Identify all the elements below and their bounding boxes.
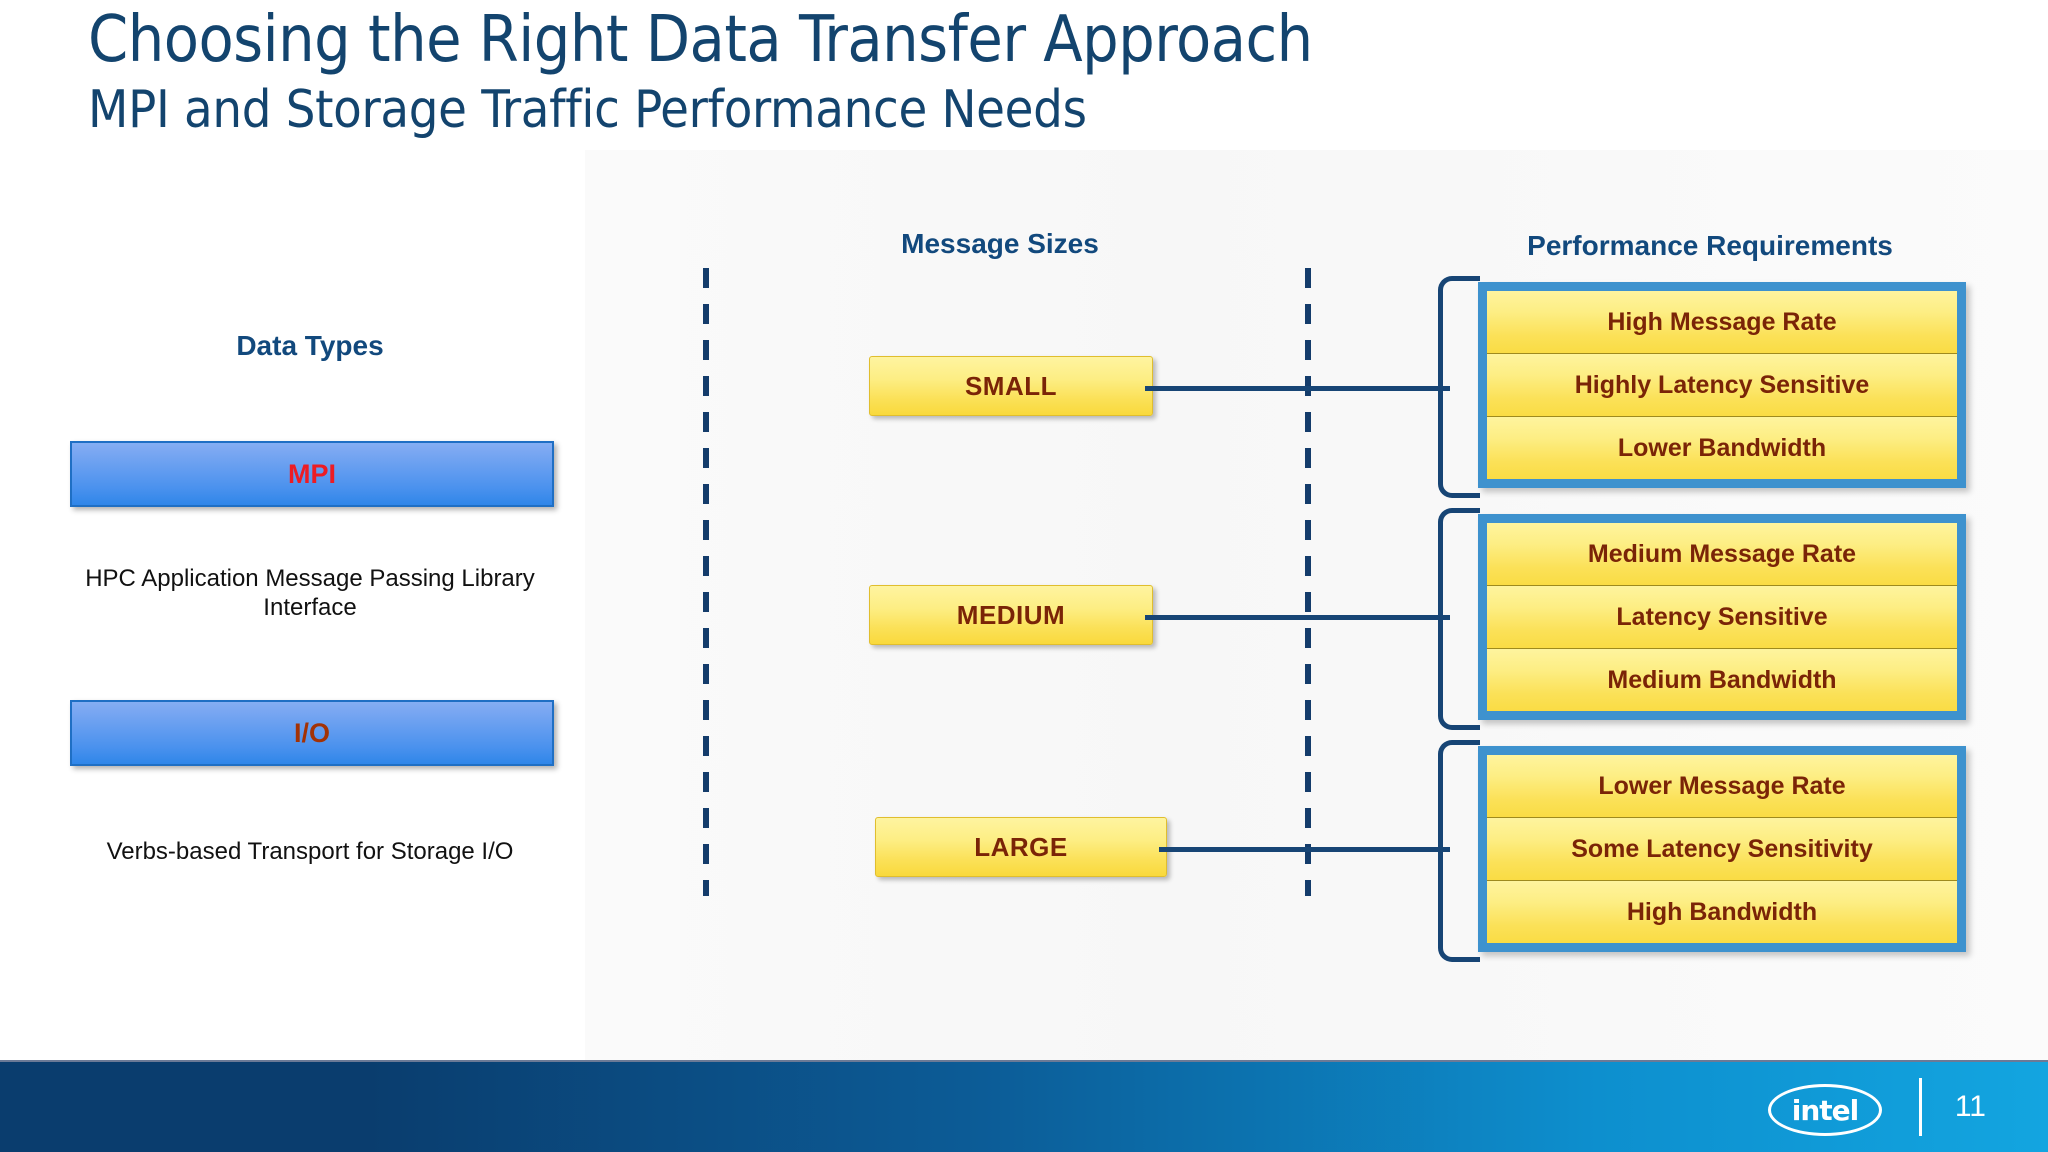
data-type-box-io[interactable]: I/O [70, 700, 554, 766]
data-type-description-io: Verbs-based Transport for Storage I/O [106, 838, 514, 865]
connector-line-small [1145, 386, 1450, 391]
performance-row[interactable]: Some Latency Sensitivity [1487, 818, 1957, 881]
column-header-data-types: Data Types [236, 330, 384, 361]
page-title: Choosing the Right Data Transfer Approac… [88, 3, 1313, 77]
title-block: Choosing the Right Data Transfer Approac… [88, 3, 1313, 141]
connector-line-large [1159, 847, 1450, 852]
page-subtitle: MPI and Storage Traffic Performance Need… [88, 80, 1087, 141]
intel-logo-icon: intel [1768, 1084, 1882, 1136]
performance-row[interactable]: Medium Message Rate [1487, 523, 1957, 586]
brace-arm [1438, 276, 1480, 498]
performance-row[interactable]: High Bandwidth [1487, 881, 1957, 943]
dashed-separator-left [703, 268, 709, 896]
data-type-box-mpi[interactable]: MPI [70, 441, 554, 507]
performance-row[interactable]: Medium Bandwidth [1487, 649, 1957, 711]
brace-group-1 [1438, 276, 1480, 498]
performance-group-small: High Message Rate Highly Latency Sensiti… [1478, 282, 1966, 488]
message-size-box-medium[interactable]: MEDIUM [869, 585, 1153, 645]
performance-group-medium: Medium Message Rate Latency Sensitive Me… [1478, 514, 1966, 720]
message-size-box-large[interactable]: LARGE [875, 817, 1167, 877]
brace-arm [1438, 508, 1480, 730]
footer-divider [1919, 1078, 1922, 1136]
data-type-description-mpi: HPC Application Message Passing Library … [85, 565, 535, 621]
message-size-box-small[interactable]: SMALL [869, 356, 1153, 416]
brace-arm [1438, 740, 1480, 962]
performance-row[interactable]: High Message Rate [1487, 291, 1957, 354]
footer-bar: intel 11 [0, 1060, 2048, 1152]
performance-row[interactable]: Lower Bandwidth [1487, 417, 1957, 479]
performance-row[interactable]: Highly Latency Sensitive [1487, 354, 1957, 417]
page-number: 11 [1954, 1090, 1986, 1123]
performance-row[interactable]: Lower Message Rate [1487, 755, 1957, 818]
performance-group-large: Lower Message Rate Some Latency Sensitiv… [1478, 746, 1966, 952]
column-header-performance-requirements: Performance Requirements [1527, 230, 1893, 261]
dashed-separator-right [1305, 268, 1311, 896]
brace-group-3 [1438, 740, 1480, 962]
connector-line-medium [1145, 615, 1450, 620]
brace-group-2 [1438, 508, 1480, 730]
column-header-message-sizes: Message Sizes [901, 228, 1099, 259]
performance-row[interactable]: Latency Sensitive [1487, 586, 1957, 649]
